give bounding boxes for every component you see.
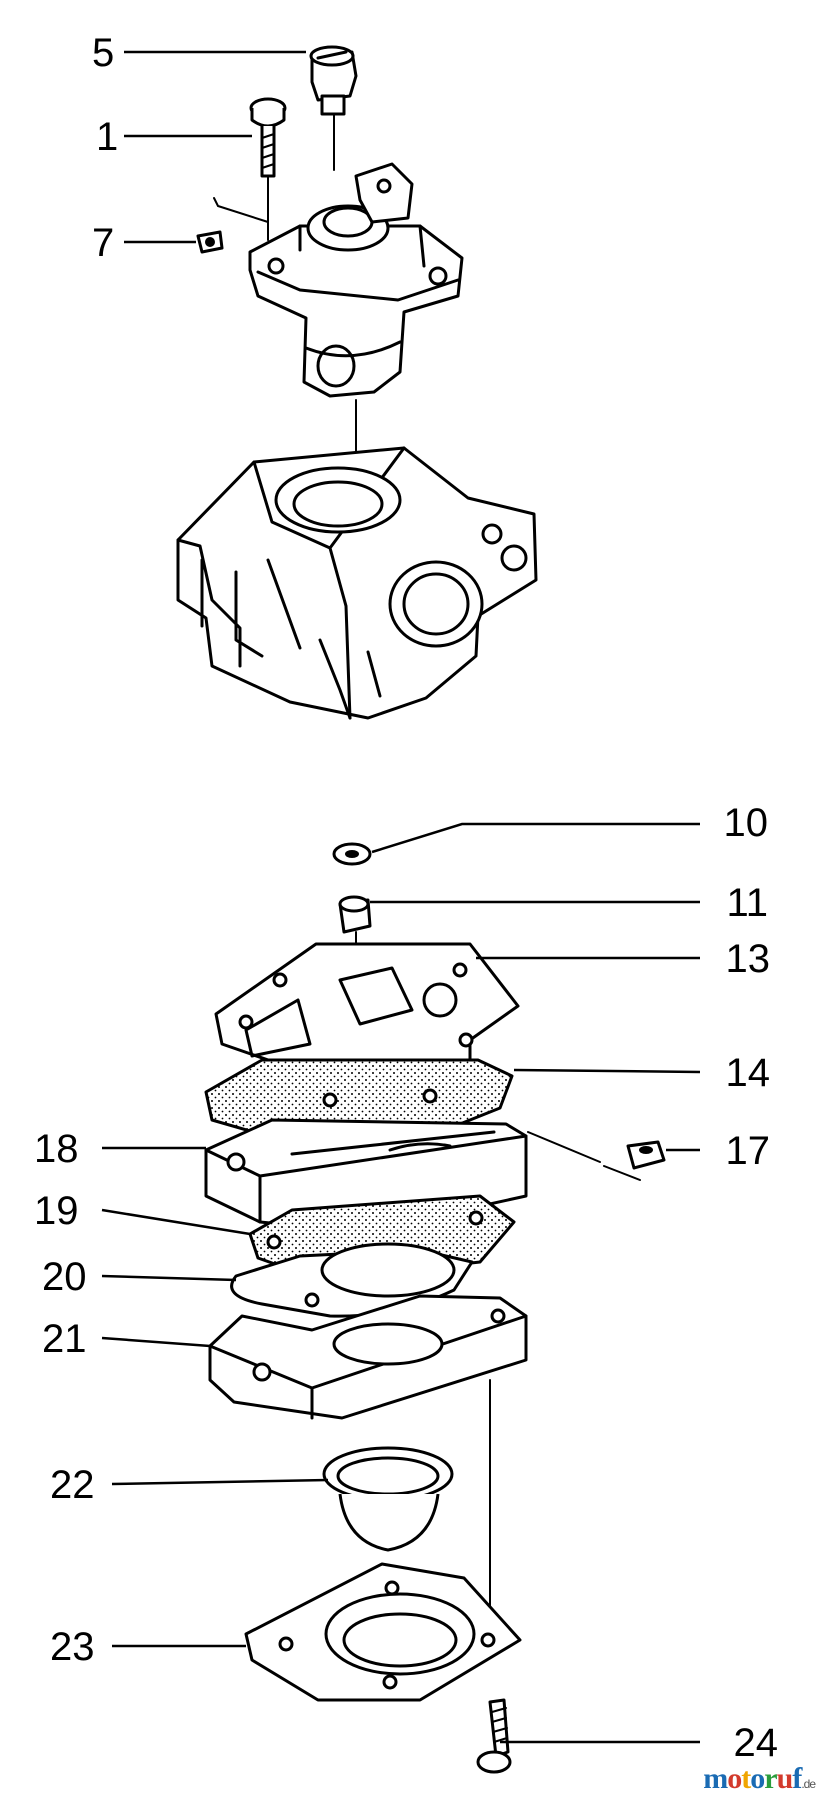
callout-21: 21 <box>42 1317 87 1361</box>
callout-17: 17 <box>726 1129 771 1173</box>
motoruf-logo: motoruf.de <box>703 1762 816 1796</box>
logo-suffix: .de <box>801 1777 816 1791</box>
part-carburetor-body <box>176 446 538 720</box>
part-7-plug <box>196 197 269 254</box>
logo-letter: o <box>750 1762 765 1795</box>
callout-24: 24 <box>734 1721 779 1765</box>
part-10-washer <box>332 842 372 866</box>
callout-22: 22 <box>50 1463 95 1507</box>
callout-10: 10 <box>724 801 769 845</box>
part-throttle-body <box>248 162 464 471</box>
callout-11: 11 <box>726 881 768 925</box>
callout-14: 14 <box>726 1051 771 1095</box>
callout-1: 1 <box>96 115 118 159</box>
callout-5: 5 <box>92 31 114 75</box>
part-21-cover <box>208 1294 528 1651</box>
callout-19: 19 <box>34 1189 79 1233</box>
logo-letter: o <box>727 1762 742 1795</box>
callout-18: 18 <box>34 1127 79 1171</box>
logo-letter: u <box>776 1762 794 1795</box>
logo-letter: r <box>764 1762 777 1795</box>
logo-wordmark: motoruf <box>703 1762 802 1795</box>
callout-7: 7 <box>92 221 114 265</box>
logo-letter: t <box>741 1762 751 1795</box>
part-23-plate <box>244 1562 522 1702</box>
callout-23: 23 <box>50 1625 95 1669</box>
callout-20: 20 <box>42 1255 87 1299</box>
logo-letter: m <box>703 1762 728 1795</box>
logo-letter: f <box>792 1762 802 1795</box>
part-22-primer-bulb <box>322 1446 454 1552</box>
callout-13: 13 <box>726 937 771 981</box>
leader-lines <box>101 50 701 1744</box>
part-24-screw <box>476 1698 512 1774</box>
part-13-gasket <box>214 942 520 1080</box>
part-5-adjusting-screw <box>309 45 358 171</box>
callout-labels: 5 1 7 10 11 13 14 17 18 19 20 21 22 23 2… <box>34 31 778 1765</box>
part-1-screw <box>249 97 287 241</box>
part-17-cap <box>527 1131 666 1181</box>
